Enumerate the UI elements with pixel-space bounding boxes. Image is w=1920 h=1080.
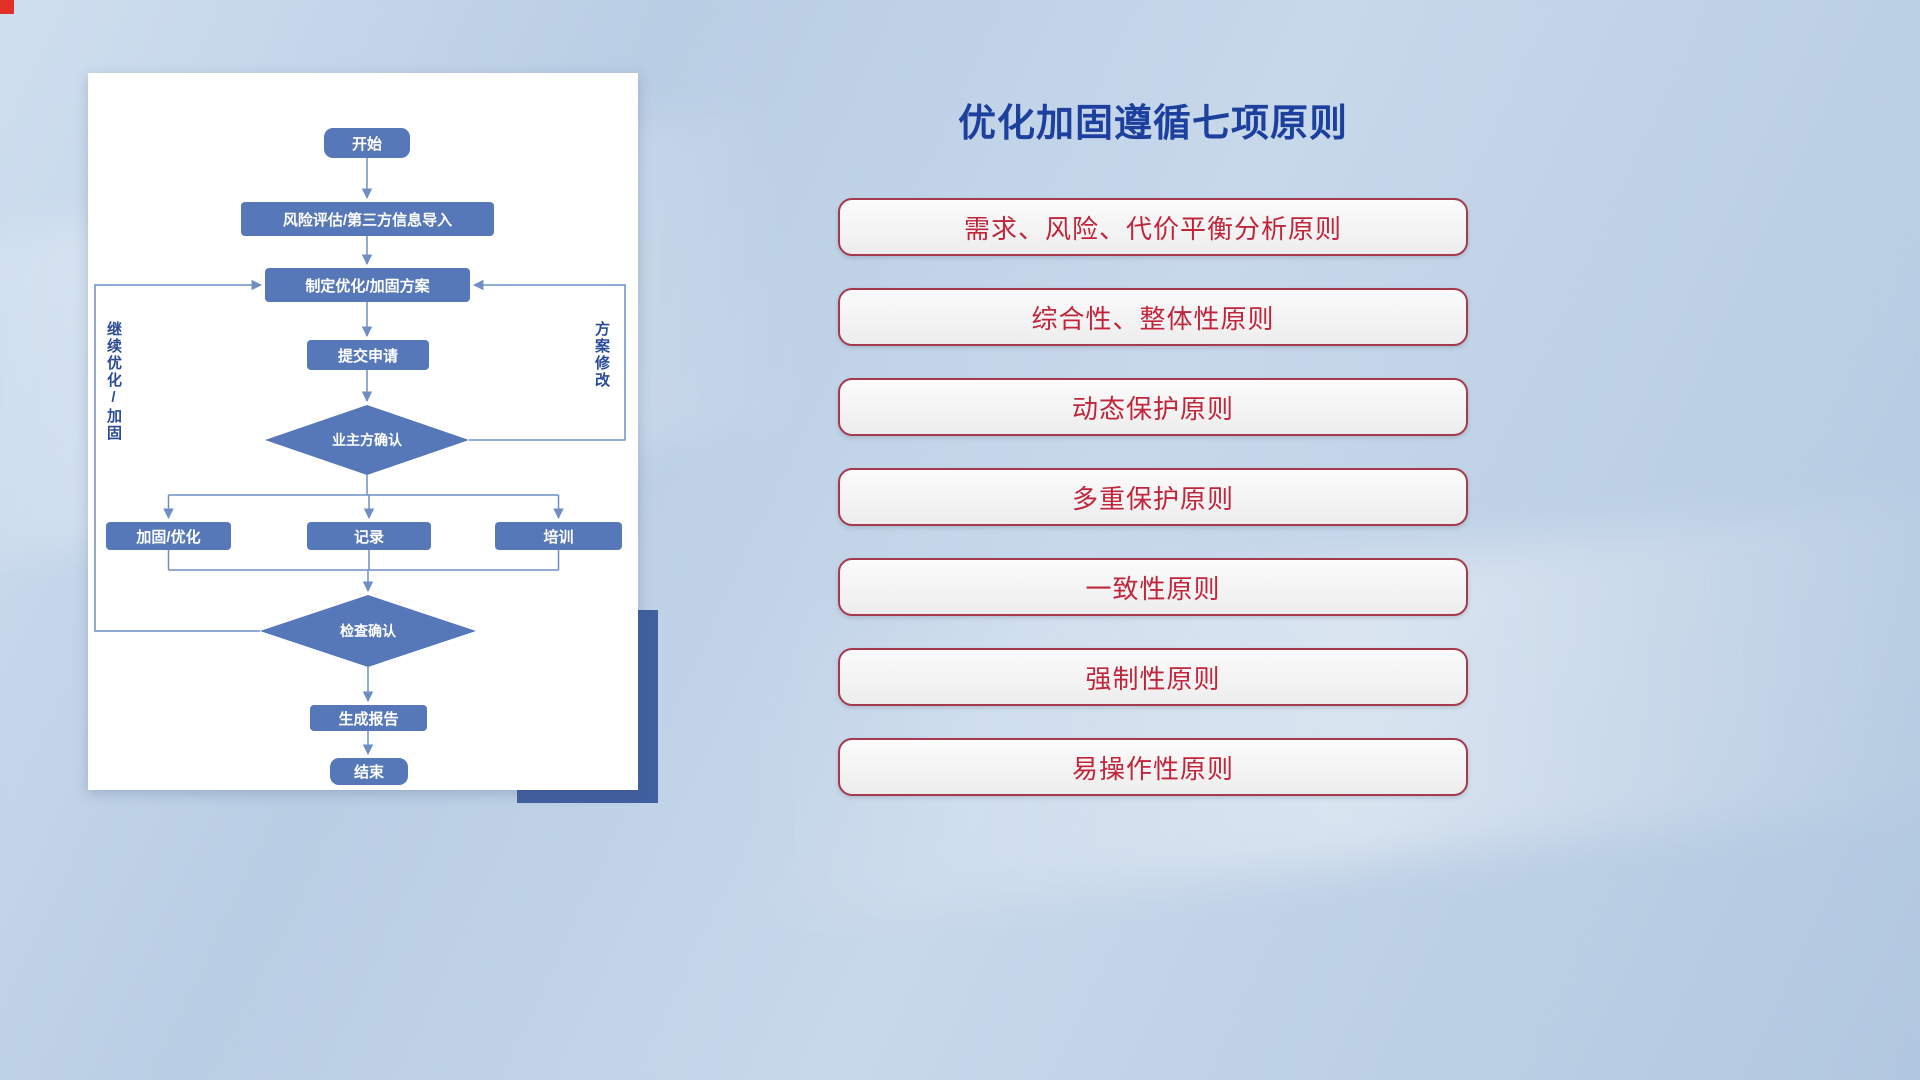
- flow-node-label: 开始: [351, 135, 382, 153]
- flow-node-end: 结束: [330, 758, 408, 785]
- flow-node-training: 培训: [495, 522, 622, 550]
- corner-marker: [0, 0, 14, 14]
- flow-label-continue-optimize: 继续优化/加固: [105, 321, 122, 442]
- panel-title: 优化加固遵循七项原则: [957, 103, 1348, 145]
- flow-node-make-plan: 制定优化/加固方案: [265, 268, 470, 302]
- principle-item: 易操作性原则: [838, 738, 1468, 796]
- principle-item: 动态保护原则: [838, 378, 1468, 436]
- flow-label-plan-revision: 方案修改: [593, 321, 610, 389]
- principle-item: 一致性原则: [838, 558, 1468, 616]
- flow-node-label: 制定优化/加固方案: [305, 277, 430, 295]
- flowchart-card: 开始 风险评估/第三方信息导入 制定优化/加固方案 提交申请 业主方确认 加固/…: [88, 73, 638, 790]
- flow-node-label: 风险评估/第三方信息导入: [282, 211, 453, 229]
- flow-node-label: 加固/优化: [136, 528, 201, 546]
- flow-node-reinforce-optimize: 加固/优化: [106, 522, 231, 550]
- flow-node-label: 业主方确认: [332, 432, 402, 448]
- flow-node-record: 记录: [307, 522, 431, 550]
- flow-node-risk-assessment: 风险评估/第三方信息导入: [241, 202, 494, 236]
- flow-node-label: 生成报告: [338, 710, 399, 728]
- flow-node-submit-request: 提交申请: [307, 340, 429, 370]
- flow-node-label: 提交申请: [337, 347, 398, 365]
- principles-panel: 优化加固遵循七项原则 需求、风险、代价平衡分析原则 综合性、整体性原则 动态保护…: [838, 92, 1468, 796]
- principles-list: 需求、风险、代价平衡分析原则 综合性、整体性原则 动态保护原则 多重保护原则 一…: [838, 198, 1468, 796]
- flow-node-label: 检查确认: [340, 623, 396, 639]
- principle-item: 强制性原则: [838, 648, 1468, 706]
- principle-item: 综合性、整体性原则: [838, 288, 1468, 346]
- flow-node-start: 开始: [324, 128, 410, 158]
- flow-node-label: 结束: [353, 764, 384, 781]
- flow-node-label: 培训: [543, 528, 574, 546]
- flow-node-label: 记录: [353, 528, 384, 546]
- flow-node-generate-report: 生成报告: [310, 705, 427, 731]
- principle-item: 多重保护原则: [838, 468, 1468, 526]
- flowchart-connectors: [94, 158, 626, 756]
- principle-item: 需求、风险、代价平衡分析原则: [838, 198, 1468, 256]
